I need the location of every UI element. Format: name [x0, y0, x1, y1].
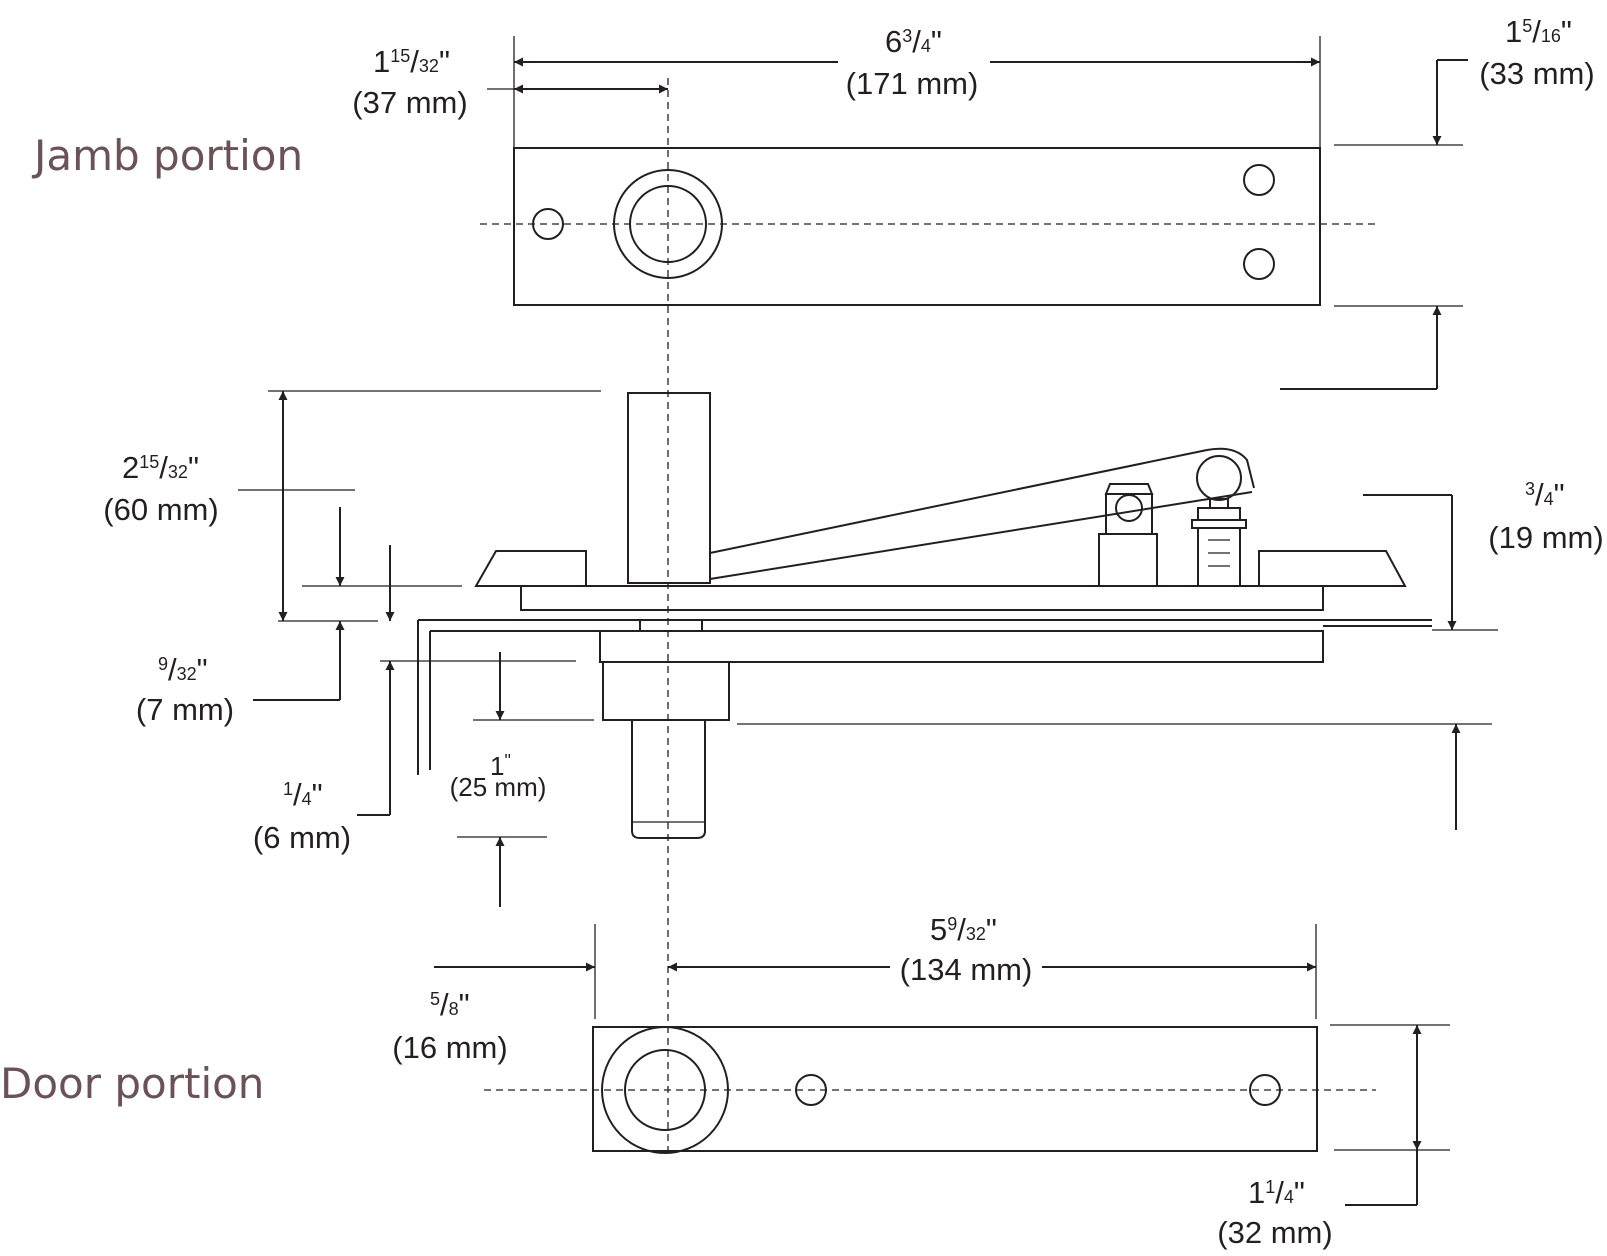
svg-text:(19 mm): (19 mm)	[1488, 520, 1603, 555]
dim-door-width: 11/4" (32 mm)	[1217, 1024, 1450, 1250]
svg-text:(32 mm): (32 mm)	[1217, 1215, 1332, 1250]
dim-jamb-length: 63/4" (171 mm)	[514, 24, 1320, 101]
svg-text:(37 mm): (37 mm)	[352, 85, 467, 120]
dim-jamb-width: 15/16" (33 mm)	[1280, 14, 1595, 390]
dim-pin-length: 1" (25 mm)	[450, 652, 594, 907]
svg-text:11/4": 11/4"	[1248, 1175, 1305, 1210]
svg-text:(60 mm): (60 mm)	[103, 492, 218, 527]
svg-text:9/32": 9/32"	[158, 652, 208, 687]
svg-text:5/8": 5/8"	[430, 987, 470, 1022]
svg-text:115/32": 115/32"	[373, 44, 450, 79]
svg-text:1/4": 1/4"	[283, 777, 323, 812]
dim-total-height: 215/32" (60 mm)	[103, 390, 601, 622]
dim-arm-height: 3/4" (19 mm)	[737, 477, 1604, 830]
jamb-portion-label: Jamb portion	[31, 131, 303, 180]
svg-text:(25 mm): (25 mm)	[450, 772, 547, 802]
svg-text:3/4": 3/4"	[1525, 477, 1565, 512]
door-portion-label: Door portion	[0, 1059, 264, 1108]
dim-jamb-offset: 115/32" (37 mm)	[352, 44, 668, 120]
dim-quarter-height: 1/4" (6 mm)	[253, 545, 576, 855]
svg-text:1": 1"	[490, 751, 511, 781]
door-plate	[484, 1026, 1376, 1154]
svg-text:59/32": 59/32"	[930, 912, 997, 947]
dim-door-length: 59/32" (134 mm)	[668, 912, 1316, 987]
svg-text:(134 mm): (134 mm)	[900, 952, 1033, 987]
svg-text:(6 mm): (6 mm)	[253, 820, 351, 855]
svg-text:(33 mm): (33 mm)	[1479, 56, 1594, 91]
svg-text:(7 mm): (7 mm)	[136, 692, 234, 727]
pivot-mechanism-side-view	[417, 392, 1432, 839]
svg-text:(16 mm): (16 mm)	[392, 1030, 507, 1065]
jamb-plate	[480, 147, 1380, 306]
dim-door-offset: 5/8" (16 mm)	[392, 962, 595, 1065]
svg-text:15/16": 15/16"	[1505, 14, 1572, 49]
svg-text:63/4": 63/4"	[885, 24, 942, 59]
dim-plate-height: 9/32" (7 mm)	[136, 489, 462, 727]
svg-text:215/32": 215/32"	[122, 450, 199, 485]
svg-text:(171 mm): (171 mm)	[846, 66, 979, 101]
